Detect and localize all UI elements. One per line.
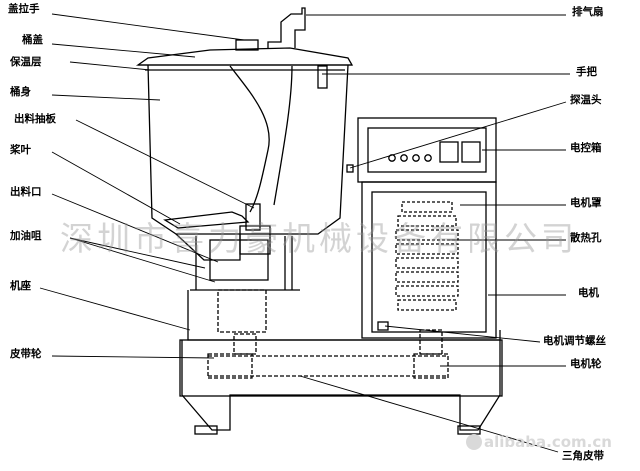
label-paddle: 桨叶: [10, 144, 31, 156]
label-discharge-outlet: 出料口: [10, 186, 42, 198]
alibaba-logo: alibaba.com.cn: [466, 433, 612, 451]
label-motor-cover: 电机罩: [570, 197, 602, 209]
label-base: 机座: [10, 280, 31, 292]
label-exhaust-fan: 排气扇: [572, 6, 604, 18]
label-motor-pulley: 电机轮: [570, 358, 602, 370]
label-temp-probe: 探温头: [570, 94, 602, 106]
label-control-box: 电控箱: [570, 142, 602, 154]
alibaba-logo-text: alibaba.com.cn: [484, 433, 612, 451]
temp-probe: [346, 164, 354, 173]
paddle-blade: [163, 211, 250, 229]
label-insulation: 保温层: [10, 56, 42, 68]
label-bucket-body: 桶身: [10, 86, 31, 98]
watermark-company: 深圳市喜力豪机械设备有限公司: [60, 219, 578, 258]
label-cooling-holes: 散热孔: [570, 232, 602, 244]
label-motor: 电机: [578, 287, 599, 299]
inner-curve: [229, 65, 270, 213]
label-oil-nozzle: 加油咀: [10, 230, 42, 242]
motor-cover: [361, 181, 497, 339]
bucket-body: [147, 64, 349, 235]
label-motor-screw: 电机调节螺丝: [543, 335, 606, 347]
label-lid-handle: 盖拉手: [8, 3, 40, 15]
belt-pulley: [217, 289, 267, 333]
label-v-belt: 三角皮带: [562, 450, 604, 462]
discharge-outlet: [209, 239, 269, 281]
cooling-holes: [395, 201, 459, 311]
exhaust-fan: [267, 7, 306, 48]
side-handle: [317, 65, 328, 89]
foot-left: [194, 425, 218, 435]
center-shaft: [245, 203, 261, 231]
label-belt-pulley: 皮带轮: [10, 348, 42, 360]
lid-handle: [235, 39, 259, 51]
label-discharge-board: 出料抽板: [14, 113, 56, 125]
alibaba-logo-icon: [466, 434, 482, 450]
label-bucket-lid: 桶盖: [22, 34, 43, 46]
label-handle: 手把: [576, 66, 597, 78]
